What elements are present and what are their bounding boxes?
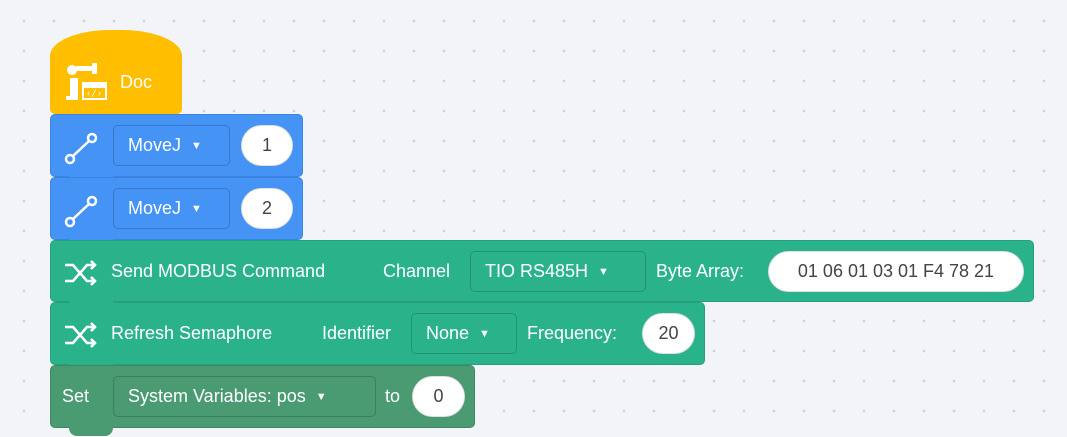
chevron-down-icon: ▼	[598, 265, 609, 278]
semaphore-title: Refresh Semaphore	[111, 323, 273, 343]
variable-dropdown[interactable]: System Variables: pos ▼	[113, 376, 376, 417]
chevron-down-icon: ▼	[191, 202, 202, 215]
refresh-semaphore-block[interactable]: Refresh Semaphore Identifier None ▼ Frequ…	[50, 302, 705, 373]
channel-label: Channel	[383, 260, 451, 281]
movej-option: MoveJ	[128, 135, 182, 155]
svg-text:‹/›: ‹/›	[86, 89, 102, 99]
shuffle-icon	[65, 322, 97, 348]
line-path-icon	[64, 132, 98, 165]
chevron-down-icon: ▼	[479, 327, 490, 340]
point-number-input[interactable]: 2	[241, 188, 293, 229]
doc-label: Doc	[120, 71, 153, 92]
modbus-title: Send MODBUS Command	[111, 260, 326, 281]
doc-hat-block[interactable]: ‹/› Doc	[50, 30, 182, 114]
variable-value: System Variables: pos	[128, 386, 306, 406]
set-label: Set	[62, 386, 90, 406]
shuffle-icon	[65, 260, 97, 286]
line-path-icon	[64, 195, 98, 228]
movej-option: MoveJ	[128, 198, 182, 218]
block-connector	[69, 300, 113, 310]
movej-dropdown[interactable]: MoveJ ▼	[113, 188, 230, 229]
movej-dropdown[interactable]: MoveJ ▼	[113, 125, 230, 166]
frequency-label: Frequency:	[527, 323, 618, 343]
point-number-input[interactable]: 1	[241, 125, 293, 166]
channel-dropdown[interactable]: TIO RS485H ▼	[470, 251, 646, 292]
send-modbus-block[interactable]: Send MODBUS Command Channel TIO RS485H▼ …	[50, 240, 1034, 310]
byte-array-label: Byte Array:	[656, 260, 745, 281]
robot-doc-icon: ‹/›	[66, 63, 107, 100]
movej-block[interactable]: MoveJ ▼ 1	[50, 114, 303, 185]
chevron-down-icon: ▼	[315, 390, 327, 403]
identifier-label: Identifier	[322, 323, 392, 343]
block-connector	[69, 426, 113, 436]
movej-block[interactable]: MoveJ ▼ 2	[50, 177, 303, 248]
set-variable-block[interactable]: Set System Variables: pos ▼ to 0	[50, 365, 475, 436]
frequency-input[interactable]: 20	[642, 313, 695, 354]
identifier-dropdown[interactable]: None ▼	[411, 313, 517, 354]
chevron-down-icon: ▼	[191, 139, 202, 152]
byte-array-input[interactable]: 01 06 01 03 01 F4 78 21	[768, 251, 1024, 292]
set-value-input[interactable]: 0	[412, 376, 465, 417]
identifier-value: None	[426, 323, 470, 343]
to-label: to	[385, 386, 401, 406]
channel-value: TIO RS485H	[485, 261, 589, 281]
